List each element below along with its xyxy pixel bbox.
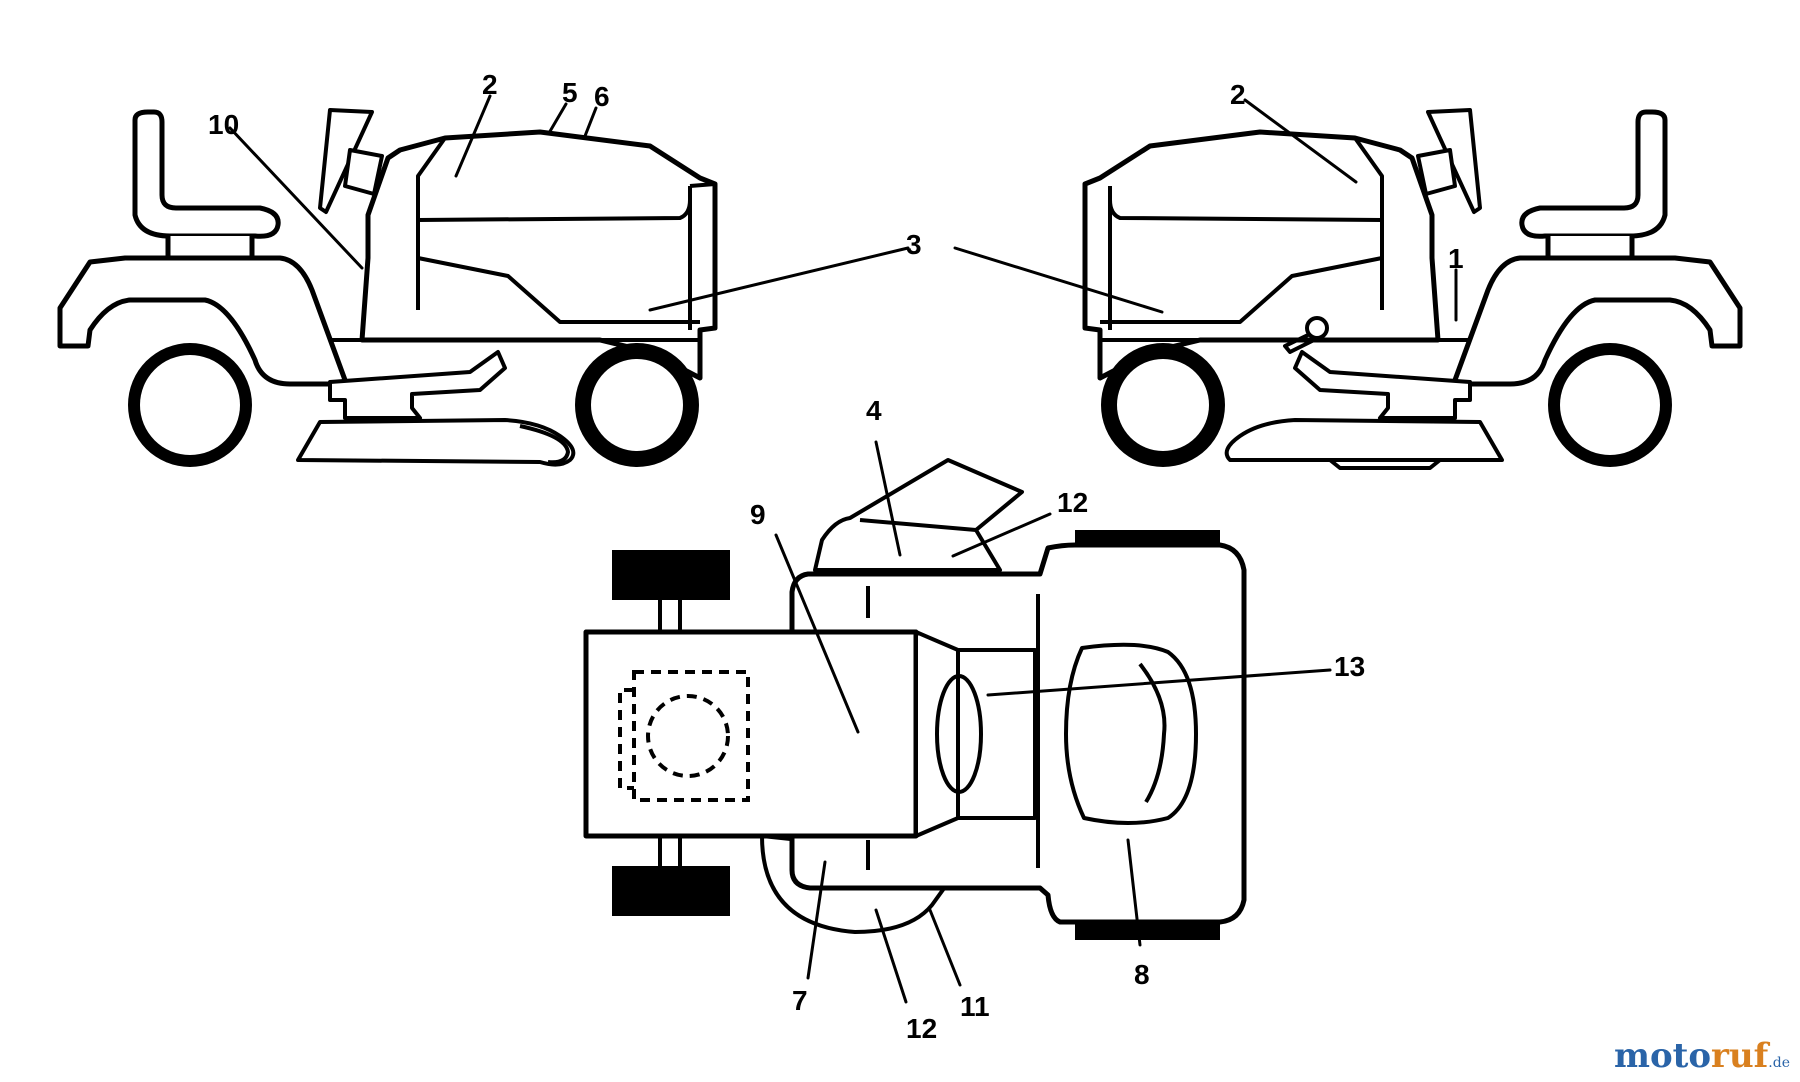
callout-12-bottom: 12	[906, 1013, 937, 1044]
tractor-right-side-view	[953, 98, 1743, 470]
callout-1: 1	[1448, 243, 1464, 274]
callout-4: 4	[866, 395, 882, 426]
callout-8: 8	[1134, 959, 1150, 990]
callout-6: 6	[594, 81, 610, 112]
callout-9: 9	[750, 499, 766, 530]
watermark-part-a: moto	[1613, 1036, 1712, 1076]
tractor-top-view	[583, 440, 1332, 1004]
callout-2-left: 2	[482, 69, 498, 100]
watermark-logo: motoruf.de	[1614, 1036, 1790, 1076]
tractor-left-side-view	[57, 94, 910, 467]
watermark-part-b: ruf	[1711, 1036, 1769, 1076]
callout-3: 3	[906, 229, 922, 260]
callout-12-top: 12	[1057, 487, 1088, 518]
callout-11: 11	[960, 991, 990, 1022]
callout-2-right: 2	[1230, 79, 1246, 110]
callout-13: 13	[1334, 651, 1365, 682]
callout-7: 7	[792, 985, 808, 1016]
watermark-part-c: .de	[1768, 1055, 1790, 1071]
callout-5: 5	[562, 77, 578, 108]
callout-10: 10	[208, 109, 239, 140]
